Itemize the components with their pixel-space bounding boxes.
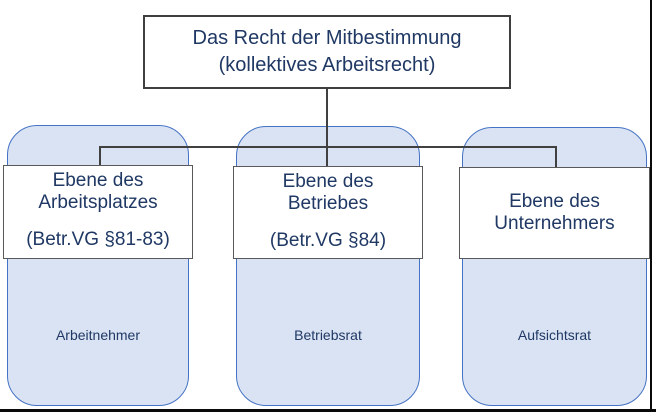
law-reference: (Betr.VG §84) <box>269 230 387 251</box>
page-edge-right <box>650 0 652 412</box>
root-node-title-line2: (kollektives Arbeitsrecht) <box>218 54 436 76</box>
root-node-box: Das Recht der Mitbestimmung (kollektives… <box>143 15 511 89</box>
body-label-betriebsrat: Betriebsrat <box>294 327 362 343</box>
page-edge-bottom <box>0 409 656 412</box>
heading-band-unternehmer: Ebene des Unternehmers <box>459 167 650 259</box>
heading-band-arbeitsplatz: Ebene des Arbeitsplatzes (Betr.VG §81-83… <box>3 165 193 259</box>
connector-horizontal <box>99 146 557 148</box>
heading-line1: Ebene des <box>52 170 144 191</box>
connector-root-vertical <box>326 89 328 167</box>
heading-line2: Arbeitsplatzes <box>38 192 158 213</box>
connector-drop-right <box>555 146 557 168</box>
law-reference: (Betr.VG §81-83) <box>26 229 170 250</box>
connector-drop-left <box>99 146 101 166</box>
body-label-aufsichtsrat: Aufsichtsrat <box>517 327 592 343</box>
heading-line2: Unternehmers <box>494 213 615 234</box>
heading-line2: Betriebes <box>287 193 369 214</box>
body-label-arbeitnehmer: Arbeitnehmer <box>55 327 141 343</box>
heading-line1: Ebene des <box>282 171 374 192</box>
heading-line1: Ebene des <box>509 191 600 212</box>
heading-band-betrieb: Ebene des Betriebes (Betr.VG §84) <box>233 166 423 259</box>
root-node-title-line1: Das Recht der Mitbestimmung <box>192 27 462 49</box>
